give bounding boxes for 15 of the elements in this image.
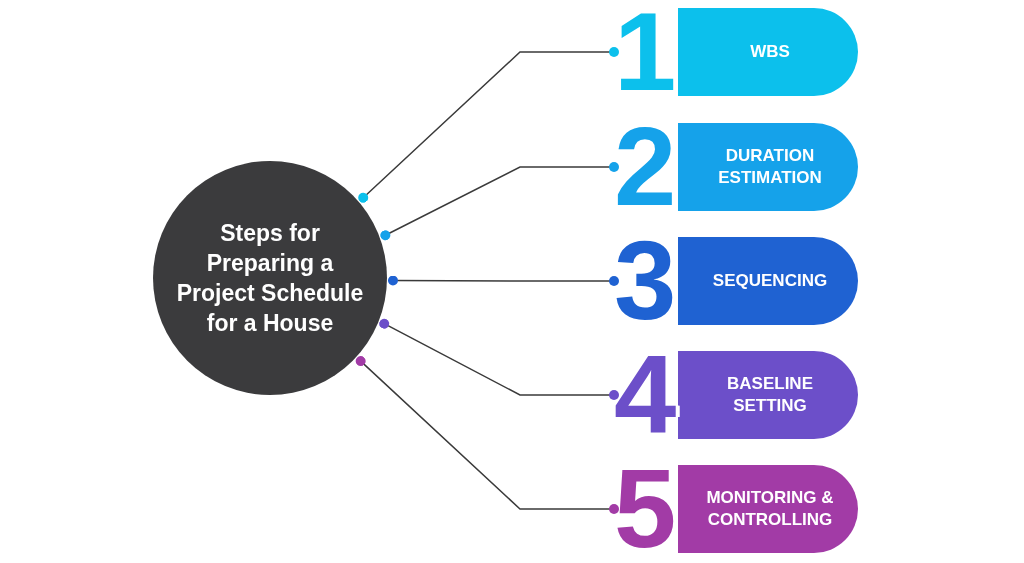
step-label: BASELINE SETTING [678, 351, 858, 439]
topic-text: Steps for Preparing a Project Schedule for a House [175, 219, 365, 338]
step-number: 1 [614, 8, 673, 96]
connector-line [358, 47, 619, 203]
connector-line [387, 275, 619, 286]
step-number: 5 [614, 465, 673, 553]
connector-line [380, 162, 619, 241]
connector-line [355, 356, 619, 514]
step-label: MONITORING & CONTROLLING [678, 465, 858, 553]
step-label: DURATION ESTIMATION [678, 123, 858, 211]
step-label: WBS [678, 8, 858, 96]
step-number: 2 [614, 123, 673, 211]
connector-line [379, 318, 619, 400]
step-label: SEQUENCING [678, 237, 858, 325]
step-number: 3 [614, 237, 673, 325]
